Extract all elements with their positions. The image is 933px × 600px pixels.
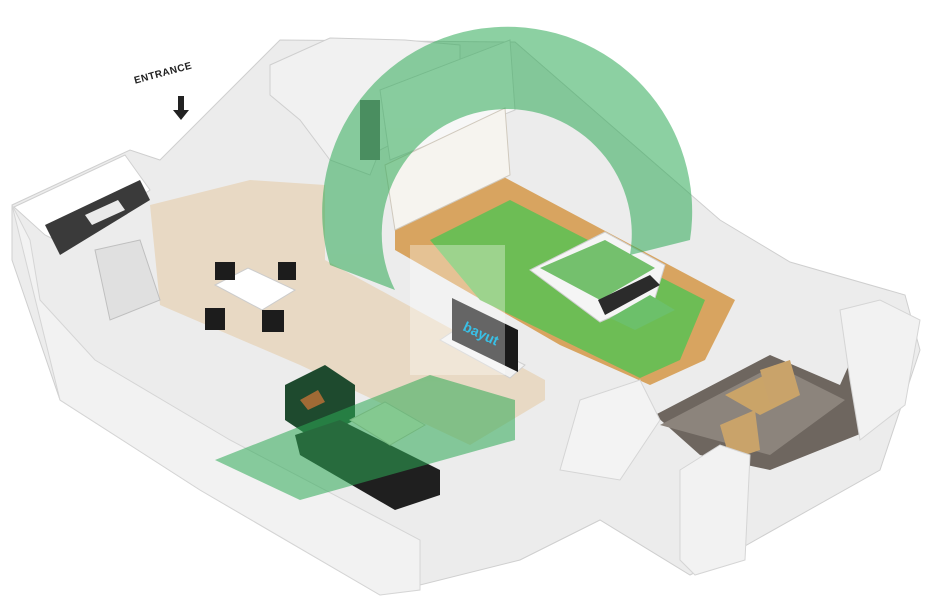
watermark-logo-icon xyxy=(215,26,693,500)
kitchen xyxy=(13,154,161,321)
tv-unit xyxy=(439,298,526,379)
living-floor xyxy=(150,180,545,445)
balcony xyxy=(655,340,890,470)
dining-set xyxy=(205,262,297,332)
front-walls xyxy=(11,204,921,596)
wardrobe xyxy=(384,107,511,231)
entrance-arrow-icon xyxy=(173,96,189,120)
